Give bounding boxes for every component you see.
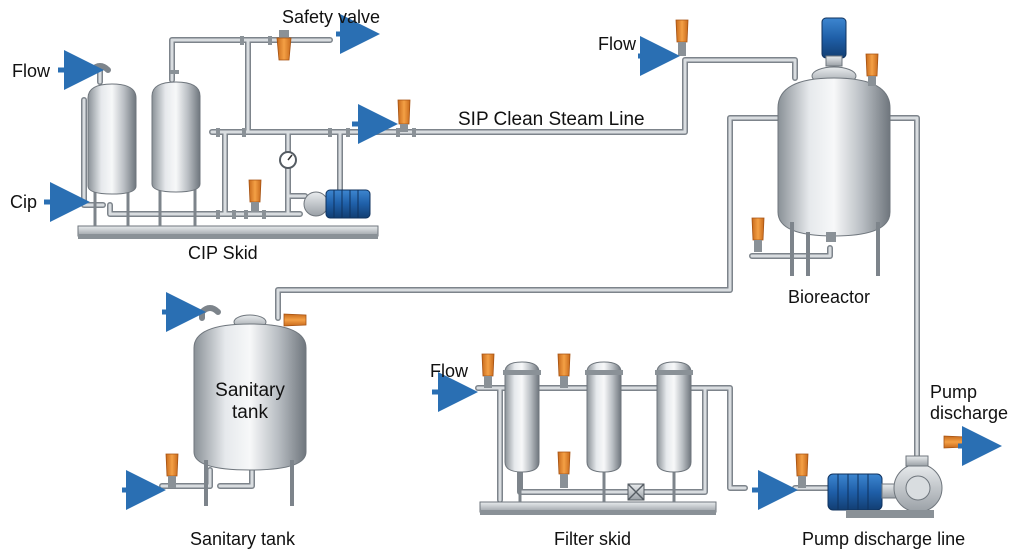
bioreactor-motor [821,17,847,59]
valve-icon [165,453,179,488]
valve-icon [557,353,571,388]
label-sanitary-tank-body: Sanitary tank [215,380,285,423]
label-sip-line: SIP Clean Steam Line [458,109,645,130]
bioreactor [777,17,891,276]
discharge-pump-motor [827,473,883,511]
filter-housing-2 [585,361,623,473]
valve-icon [276,30,292,61]
label-filter-skid: Filter skid [554,529,632,549]
valve-icon [751,217,765,252]
valve-icon [557,451,571,488]
bioreactor-legs [790,222,880,276]
label-bioreactor: Bioreactor [788,287,871,307]
label-pump-discharge: Pump discharge [930,382,1009,423]
pressure-gauge [279,151,297,169]
discharge-pump [827,455,943,518]
label-pump-discharge-line: Pump discharge line [802,529,966,549]
sanitary-tank-legs [204,460,294,506]
cip-tank-right [151,81,201,193]
bioreactor-vessel [777,77,891,237]
valve-icon [865,53,879,86]
filter-housing-3 [655,361,693,473]
filter-skid [479,361,717,515]
label-flow-bioreactor: Flow [598,34,637,54]
valve-icon [283,313,307,327]
label-flow-filter: Flow [430,361,469,381]
valves [165,19,967,488]
valve-icon [397,99,411,132]
filter-housing-1 [503,361,541,473]
pipe-network [81,37,920,503]
valve-icon [248,179,262,212]
cip-fittings [170,36,416,219]
butterfly-valve [627,483,645,501]
sanitary-tank [193,314,307,506]
label-cip-skid: CIP Skid [188,243,258,263]
cip-pump [303,189,371,219]
cip-tank-left [87,83,137,195]
sanitary-tank-vessel [193,323,307,471]
label-cip: Cip [10,192,38,212]
valve-icon [675,19,689,56]
valve-icon [795,453,809,488]
label-safety-valve: Safety valve [282,7,381,27]
label-sanitary-tank: Sanitary tank [190,529,296,549]
cip-skid [77,36,416,239]
flow-arrows [44,14,1002,510]
cip-skid-rail [78,234,378,239]
label-flow-cip: Flow [12,61,51,81]
valve-icon [481,353,495,388]
cip-skid-legs [93,188,197,226]
